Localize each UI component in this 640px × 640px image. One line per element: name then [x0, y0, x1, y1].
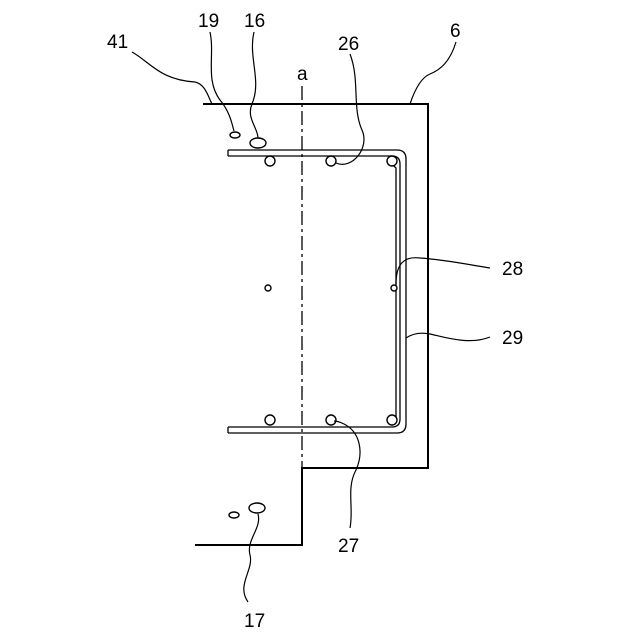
- leader-26: [336, 54, 364, 164]
- leader-41: [132, 52, 212, 104]
- rebar-bottom-2: [326, 415, 336, 425]
- leader-6: [410, 42, 456, 104]
- label-17: 17: [244, 611, 265, 632]
- leader-16: [250, 32, 258, 138]
- rebar-bottom-3: [387, 415, 397, 425]
- element-16: [250, 138, 266, 148]
- label-a: a: [297, 64, 308, 85]
- center-small-dot: [265, 285, 271, 291]
- label-29: 29: [502, 328, 523, 349]
- rebar-top-3: [387, 156, 397, 166]
- leader-29: [406, 333, 490, 340]
- element-19: [230, 132, 240, 138]
- u-bar-inner: [228, 156, 400, 427]
- leader-28: [396, 258, 490, 284]
- leader-19: [210, 32, 234, 131]
- label-6: 6: [450, 21, 461, 42]
- leader-27: [334, 421, 360, 528]
- label-28: 28: [502, 259, 523, 280]
- u-bar-outer: [228, 150, 406, 433]
- rebar-top-2: [326, 156, 336, 166]
- label-26: 26: [338, 34, 359, 55]
- stirrup-band: [390, 162, 396, 424]
- label-16: 16: [244, 11, 265, 32]
- label-27: 27: [338, 536, 359, 557]
- rebar-top-1: [265, 156, 275, 166]
- label-41: 41: [107, 32, 128, 53]
- side-small-bar: [391, 285, 397, 291]
- element-17: [249, 503, 265, 513]
- leader-17: [244, 514, 259, 602]
- label-19: 19: [198, 11, 219, 32]
- rebar-bottom-1: [265, 415, 275, 425]
- body-outline: [195, 104, 428, 545]
- element-17-small: [229, 512, 239, 518]
